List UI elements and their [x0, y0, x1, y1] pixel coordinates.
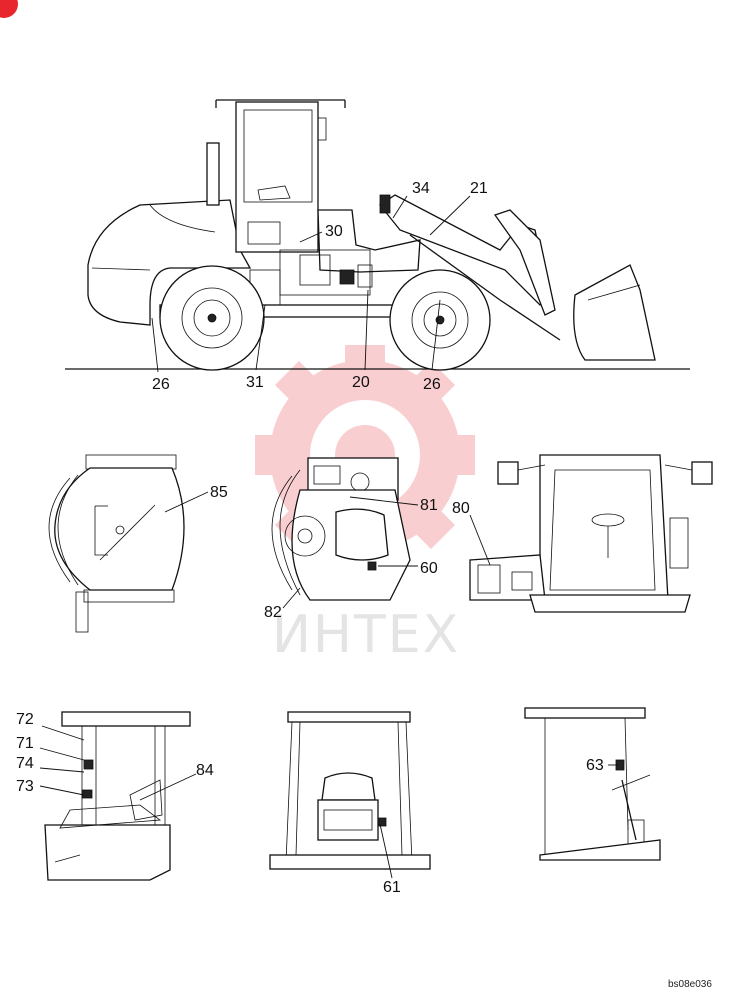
roof-top-view [48, 454, 209, 633]
callout-26-front: 26 [423, 376, 441, 393]
cab-perspective-view [469, 454, 713, 613]
cab-side-view-right [524, 707, 661, 861]
callout-80: 80 [452, 500, 470, 517]
corner-marker [0, 0, 18, 18]
callout-71: 71 [16, 735, 34, 752]
cab-rear-view [269, 711, 431, 879]
callout-61: 61 [383, 879, 401, 896]
callout-82: 82 [264, 604, 282, 621]
callout-20: 20 [352, 374, 370, 391]
cab-side-view-left [39, 711, 197, 881]
callout-63: 63 [586, 757, 604, 774]
callout-30: 30 [325, 223, 343, 240]
callout-34: 34 [412, 180, 430, 197]
callout-72: 72 [16, 711, 34, 728]
watermark-text: ИНТЕХ [272, 605, 460, 665]
callout-73: 73 [16, 778, 34, 795]
callout-21: 21 [470, 180, 488, 197]
callout-81: 81 [420, 497, 438, 514]
callout-31: 31 [246, 374, 264, 391]
callout-60: 60 [420, 560, 438, 577]
drawing-code: bs08e036 [668, 979, 712, 990]
loader-side-view [65, 99, 690, 373]
callout-85: 85 [210, 484, 228, 501]
callout-84: 84 [196, 762, 214, 779]
callout-74: 74 [16, 755, 34, 772]
cab-floor-top-view [271, 457, 419, 609]
callout-26-rear: 26 [152, 376, 170, 393]
